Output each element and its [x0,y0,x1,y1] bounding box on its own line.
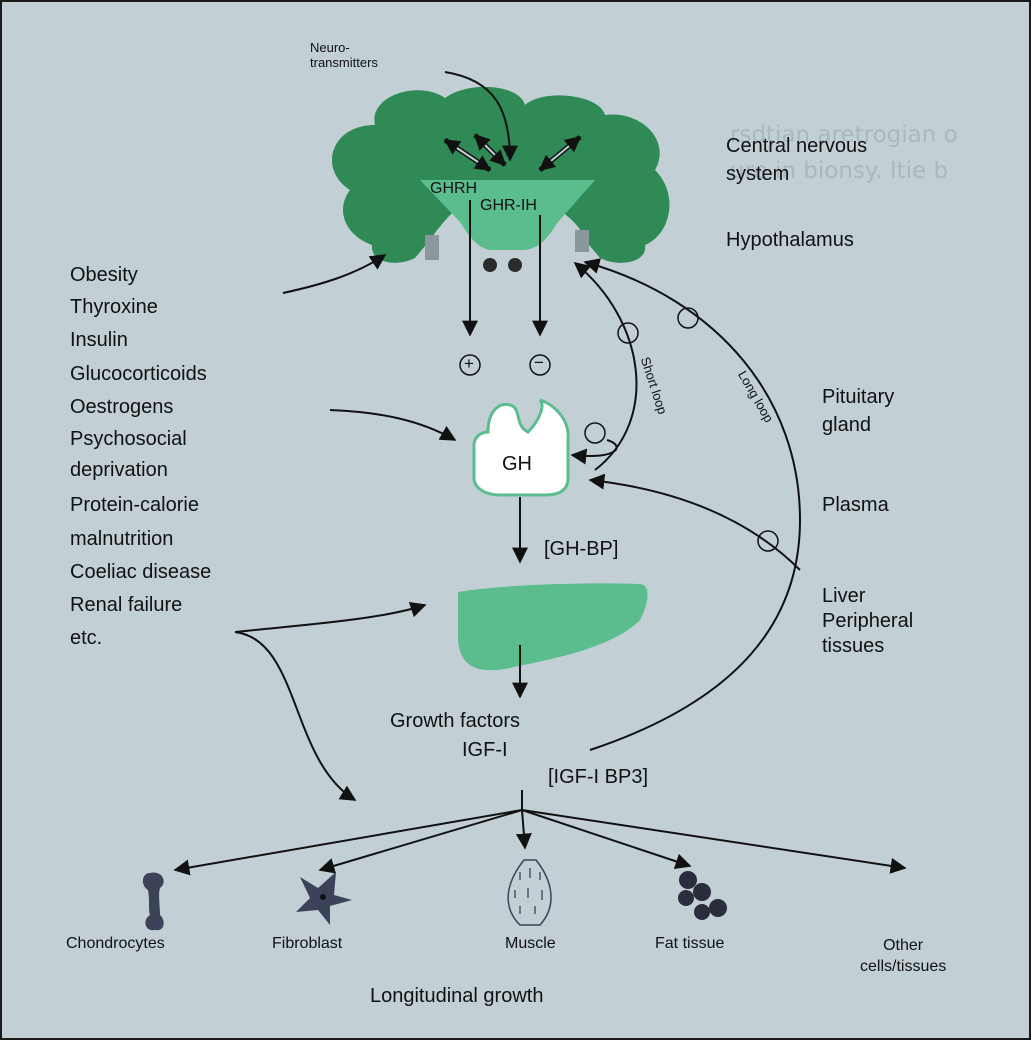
ghrh-label: GHRH [430,180,477,198]
minus-sign-label: − [534,353,544,373]
ghrih-label: GHR-IH [480,197,537,215]
factor-item: etc. [70,627,102,650]
factors-to-tissues-arrow [235,632,355,800]
target-label-fibroblast: Fibroblast [272,935,342,953]
fat-cells-icon [678,871,727,920]
hypothalamus-label: Hypothalamus [726,229,854,252]
igf-feedback-sign [758,531,778,551]
target-label-fat-tissue: Fat tissue [655,935,724,953]
fibroblast-icon [296,872,352,925]
factor-item: Renal failure [70,594,182,617]
factors-to-pituitary-arrow [330,410,455,440]
plasma-label: Plasma [822,494,889,517]
target-label-chondrocytes: Chondrocytes [66,935,165,953]
long-loop-sign [678,308,698,328]
gh-label: GH [502,453,532,476]
factor-item: Thyroxine [70,296,158,319]
factor-item: Coeliac disease [70,561,211,584]
growth-hormone-regulation-diagram [0,0,1031,1040]
pituitary-gland-shape [474,400,568,495]
factor-item: Glucocorticoids [70,363,207,386]
factor-item: deprivation [70,459,168,482]
factor-item: Obesity [70,264,138,287]
cns-label: Central nervous system [726,132,867,188]
short-loop-arrow [575,263,636,470]
muscle-icon [508,860,551,925]
target-label-muscle: Muscle [505,935,556,953]
liver-label: Liver Peripheral tissues [822,584,913,659]
igf-to-other-arrow [522,810,905,868]
pituitary-stalk-dot [508,258,522,272]
short-loop-sign [585,423,605,443]
chondrocyte-icon [143,873,164,931]
pituitary-stalk-dot [483,258,497,272]
factor-item: Psychosocial [70,428,187,451]
gh-bp-label: [GH-BP] [544,538,618,561]
factors-to-liver-arrow [235,605,425,632]
growth-factors-label: Growth factors [390,710,520,733]
plus-sign-label: + [464,354,474,374]
factor-item: Insulin [70,329,128,352]
igf1-bp3-label: [IGF-I BP3] [548,766,648,789]
igf-to-muscle-arrow [522,810,525,848]
igf-to-pituitary-arrow [590,480,800,570]
factors-to-hypothalamus-arrow [283,255,385,293]
liver-shape [458,583,648,670]
pituitary-label: Pituitary gland [822,383,894,439]
factor-item: Oestrogens [70,396,173,419]
factor-item: malnutrition [70,528,173,551]
igf1-label: IGF-I [462,739,508,762]
factor-item: Protein-calorie [70,494,199,517]
short-loop-sign [618,323,638,343]
long-loop-arrow [585,262,800,750]
target-label-other: Other cells/tissues [860,935,946,977]
igf-to-fat-arrow [522,810,690,866]
neurotransmitters-label: Neuro- transmitters [310,40,378,70]
longitudinal-growth-label: Longitudinal growth [370,985,543,1008]
